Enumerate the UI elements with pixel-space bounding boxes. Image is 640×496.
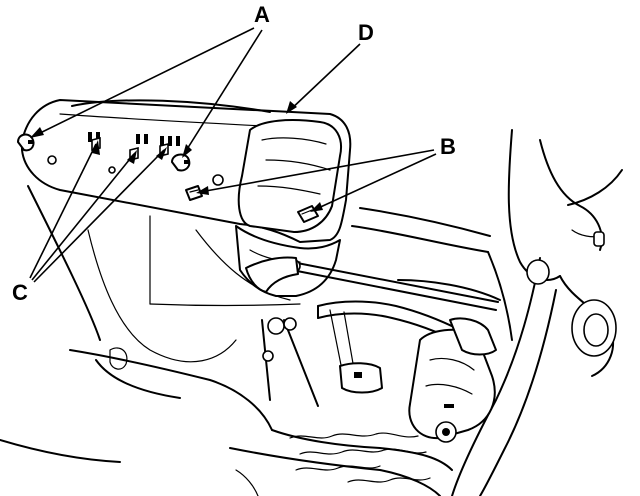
callout-arrowheads bbox=[30, 101, 323, 212]
callout-label-a: A bbox=[254, 2, 270, 27]
rear-trim-panel bbox=[21, 99, 352, 297]
clip-b-left bbox=[185, 185, 203, 201]
clip-a-left bbox=[17, 133, 35, 152]
panel-slots bbox=[88, 132, 180, 146]
vehicle-body-outline bbox=[0, 129, 623, 496]
seat-latch-mechanism bbox=[245, 256, 499, 443]
clip-a-right bbox=[171, 153, 191, 172]
callout-label-b: B bbox=[440, 134, 456, 159]
callout-label-c: C bbox=[12, 280, 28, 305]
callout-leaders bbox=[29, 27, 437, 283]
callout-label-d: D bbox=[358, 20, 374, 45]
